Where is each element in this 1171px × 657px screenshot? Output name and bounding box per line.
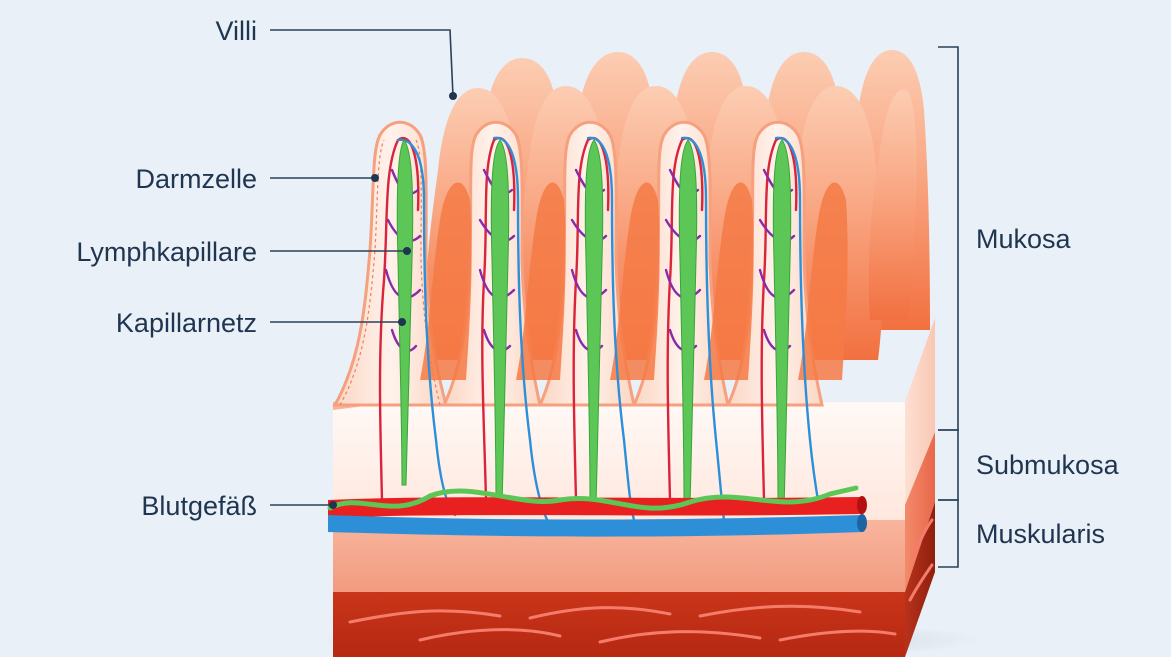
- muscularis-layer: [333, 592, 905, 657]
- label-mukosa: Mukosa: [976, 224, 1072, 254]
- label-muskularis: Muskularis: [976, 519, 1105, 549]
- label-villi: Villi: [215, 16, 257, 46]
- label-submukosa: Submukosa: [976, 450, 1120, 480]
- left-labels: Villi Darmzelle Lymphkapillare Kapillarn…: [76, 16, 257, 521]
- right-labels: Mukosa Submukosa Muskularis: [976, 224, 1120, 549]
- label-blutgefaess: Blutgefäß: [141, 491, 257, 521]
- label-kapillarnetz: Kapillarnetz: [116, 308, 257, 338]
- layer-brackets: [938, 47, 958, 567]
- label-darmzelle: Darmzelle: [135, 164, 257, 194]
- label-lymphkapillare: Lymphkapillare: [76, 237, 257, 267]
